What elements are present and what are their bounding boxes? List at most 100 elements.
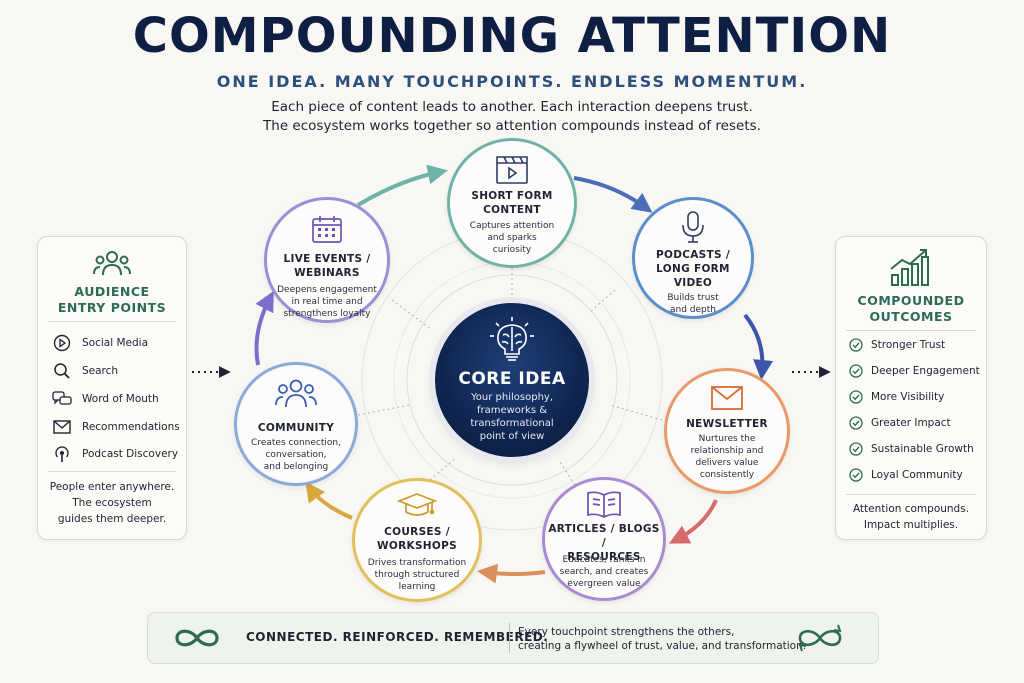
node-newsletter: NEWSLETTER Nurtures the relationship and…	[664, 368, 790, 494]
node-live-events: LIVE EVENTS / WEBINARS Deepens engagemen…	[264, 197, 390, 323]
arrow-live-to-short	[356, 164, 448, 207]
envelope-icon	[52, 417, 72, 437]
entry-card-title: AUDIENCE ENTRY POINTS	[38, 284, 186, 316]
people-group-icon	[92, 249, 132, 277]
node-title-line: RESOURCES	[567, 551, 641, 563]
node-desc-line: Drives transformation	[367, 558, 467, 568]
entry-points-card: AUDIENCE ENTRY POINTS Social Media Searc…	[37, 236, 187, 540]
node-desc-line: Educates, ranks in	[562, 555, 646, 565]
outcomes-footer-line-1: Attention compounds.	[852, 503, 970, 515]
node-desc-line: curiosity	[492, 245, 532, 255]
node-description: Deepens engagement in real time and stre…	[267, 284, 387, 320]
node-short-form-content: SHORT FORM CONTENT Captures attention an…	[447, 138, 577, 268]
outcome-label: Greater Impact	[871, 417, 951, 429]
play-circle-icon	[52, 333, 72, 353]
outcomes-divider-bottom	[846, 494, 976, 495]
bottom-banner: CONNECTED. REINFORCED. REMEMBERED. Every…	[147, 612, 879, 664]
check-circle-icon	[849, 416, 863, 430]
core-desc-line: transformational	[470, 418, 554, 429]
node-desc-line: and belonging	[263, 462, 329, 472]
entry-item-word-of-mouth: Word of Mouth	[52, 389, 159, 409]
core-desc-line: frameworks &	[476, 405, 548, 416]
node-desc-line: and depth	[670, 305, 716, 315]
outcome-item: Sustainable Growth	[849, 442, 974, 456]
people-group-icon	[237, 377, 355, 409]
entry-footer-line-2: The ecosystem	[72, 497, 152, 509]
podcast-icon	[52, 444, 72, 464]
entry-item-label: Word of Mouth	[82, 393, 159, 405]
node-desc-line: Creates connection,	[251, 438, 341, 448]
node-desc-line: strengthens loyalty	[283, 309, 371, 319]
node-desc-line: in real time and	[291, 297, 363, 307]
brain-bulb-icon	[487, 315, 537, 365]
banner-separator	[509, 623, 510, 653]
outcome-label: Stronger Trust	[871, 339, 946, 351]
entry-item-recommendations: Recommendations	[52, 417, 180, 437]
envelope-icon	[667, 385, 787, 411]
entry-item-social-media: Social Media	[52, 333, 148, 353]
banner-desc-line: Every touchpoint strengthens the others,	[518, 626, 735, 638]
node-title: COURSES / WORKSHOPS	[355, 525, 479, 553]
node-description: Creates connection, conversation, and be…	[237, 437, 355, 473]
node-title-line: LIVE EVENTS /	[283, 253, 371, 265]
node-desc-line: search, and creates	[559, 567, 649, 577]
node-description: Builds trust and depth	[635, 292, 751, 316]
outcome-label: More Visibility	[871, 391, 945, 403]
node-title: PODCASTS / LONG FORM VIDEO	[635, 248, 751, 290]
entry-divider-bottom	[48, 471, 176, 472]
node-description: Nurtures the relationship and delivers v…	[667, 433, 787, 481]
node-title-line: CONTENT	[483, 204, 541, 216]
check-circle-icon	[849, 468, 863, 482]
clapperboard-icon	[450, 153, 574, 185]
entry-card-footer: People enter anywhere. The ecosystem gui…	[38, 479, 186, 527]
entry-divider-top	[48, 321, 176, 322]
entry-item-label: Podcast Discovery	[82, 448, 179, 460]
outcome-item: Deeper Engagement	[849, 364, 980, 378]
entry-item-label: Social Media	[82, 337, 149, 349]
calendar-icon	[267, 214, 387, 244]
node-desc-line: relationship and	[690, 446, 764, 456]
description-line-2: The ecosystem works together so attentio…	[263, 118, 761, 134]
page-description: Each piece of content leads to another. …	[0, 98, 1024, 136]
open-book-icon	[545, 489, 663, 519]
node-desc-line: evergreen value	[567, 579, 641, 589]
node-title: LIVE EVENTS / WEBINARS	[267, 252, 387, 280]
node-desc-line: through structured	[374, 570, 460, 580]
node-title-line: COURSES /	[384, 526, 450, 538]
check-circle-icon	[849, 390, 863, 404]
node-description: Educates, ranks in search, and creates e…	[545, 554, 663, 590]
entry-footer-line-3: guides them deeper.	[57, 513, 167, 525]
banner-headline: CONNECTED. REINFORCED. REMEMBERED.	[246, 630, 549, 644]
page-subtitle: ONE IDEA. MANY TOUCHPOINTS. ENDLESS MOME…	[216, 72, 808, 91]
outcomes-card-title: COMPOUNDED OUTCOMES	[836, 293, 986, 325]
entry-title-line-1: AUDIENCE	[74, 284, 150, 299]
outcomes-title-line-1: COMPOUNDED	[857, 293, 965, 308]
node-title-line: WEBINARS	[294, 267, 360, 279]
arrow-short-to-podcasts	[573, 176, 653, 213]
core-idea-node: CORE IDEA Your philosophy, frameworks & …	[435, 303, 589, 457]
node-desc-line: and sparks	[487, 233, 537, 243]
spokes	[357, 258, 663, 486]
outcomes-divider-top	[846, 330, 976, 331]
graduation-cap-icon	[355, 491, 479, 521]
check-circle-icon	[849, 338, 863, 352]
outcomes-card: COMPOUNDED OUTCOMES Stronger Trust Deepe…	[835, 236, 987, 540]
microphone-icon	[635, 210, 751, 244]
node-title: NEWSLETTER	[686, 418, 768, 430]
entry-footer-line-1: People enter anywhere.	[49, 481, 175, 493]
growth-chart-icon	[888, 247, 932, 287]
node-desc-line: consistently	[699, 470, 755, 480]
node-desc-line: delivers value	[695, 458, 759, 468]
outcomes-footer-line-2: Impact multiplies.	[863, 519, 959, 531]
banner-description: Every touchpoint strengthens the others,…	[518, 625, 806, 653]
core-desc-line: point of view	[479, 431, 545, 442]
node-title-line: PODCASTS /	[656, 249, 730, 261]
node-title-line: SHORT FORM	[471, 190, 553, 202]
banner-desc-line: creating a flywheel of trust, value, and…	[518, 640, 807, 652]
node-title-line: LONG FORM	[656, 263, 730, 275]
chat-bubbles-icon	[52, 389, 72, 409]
entry-item-label: Search	[82, 365, 119, 377]
node-title: ARTICLES / BLOGS / RESOURCES	[545, 522, 663, 564]
node-title: COMMUNITY	[257, 422, 335, 434]
node-desc-line: learning	[398, 582, 436, 592]
